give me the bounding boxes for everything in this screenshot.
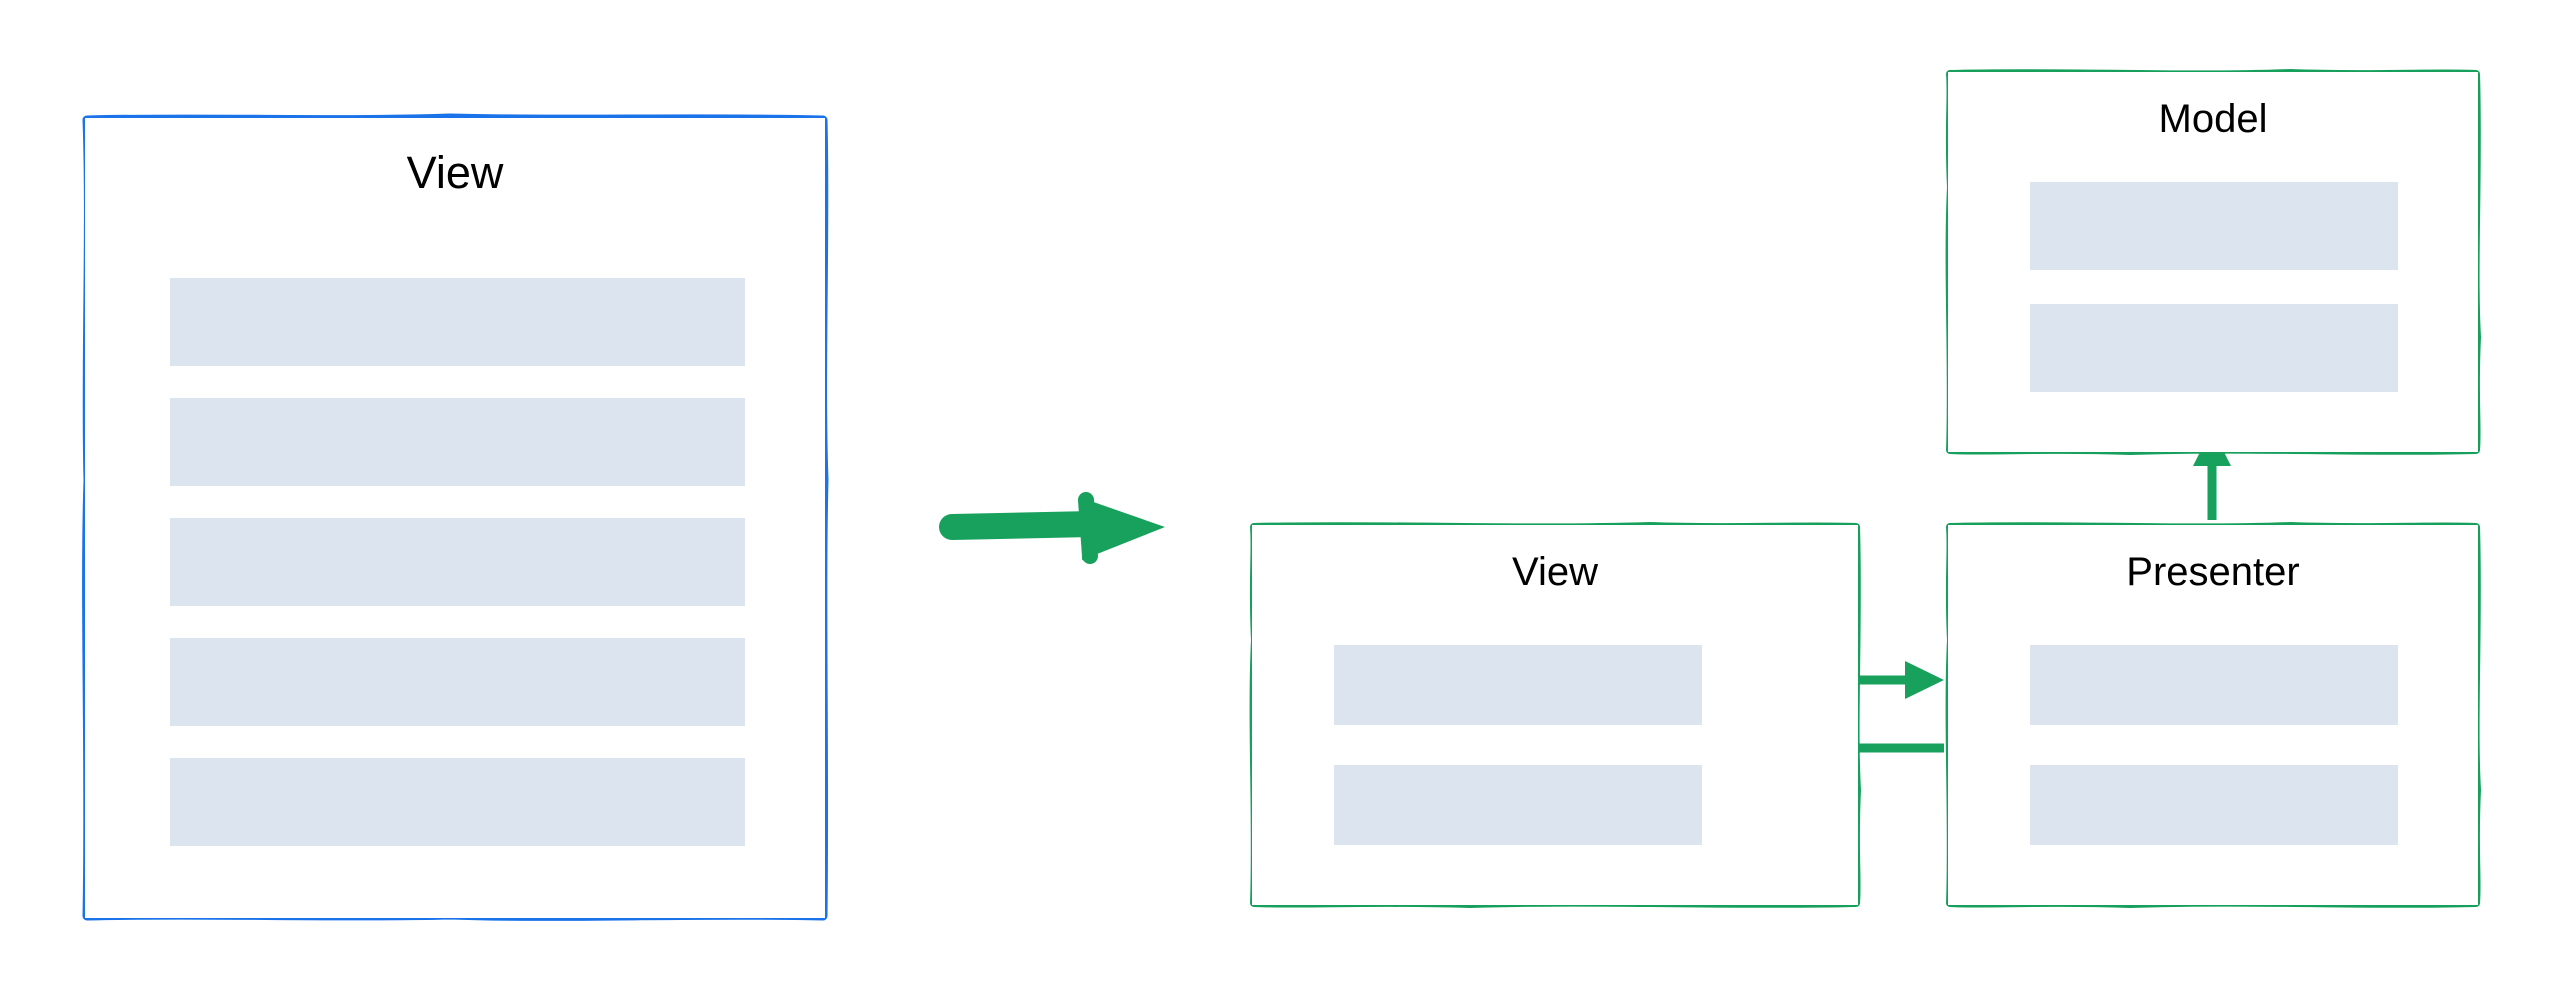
panel-view-before-title: View [406,147,504,198]
view-before-row-4 [170,638,745,726]
model-row-2 [2030,304,2398,392]
view-before-row-2 [170,398,745,486]
panel-model-title: Model [2158,97,2268,141]
view-before-row-1 [170,278,745,366]
panel-presenter[interactable]: Presenter [1948,525,2478,905]
panel-view-after[interactable]: View [1252,525,1858,905]
panel-model[interactable]: Model [1948,72,2478,452]
transition-arrow-icon [939,492,1165,564]
panel-view-after-title: View [1512,550,1598,594]
view-after-row-2 [1334,765,1702,845]
view-before-row-3 [170,518,745,606]
view-before-row-5 [170,758,745,846]
panel-presenter-title: Presenter [2126,550,2300,594]
presenter-row-2 [2030,765,2398,845]
panel-view-before[interactable]: View [85,118,825,918]
presenter-row-1 [2030,645,2398,725]
model-row-1 [2030,182,2398,270]
view-after-row-1 [1334,645,1702,725]
